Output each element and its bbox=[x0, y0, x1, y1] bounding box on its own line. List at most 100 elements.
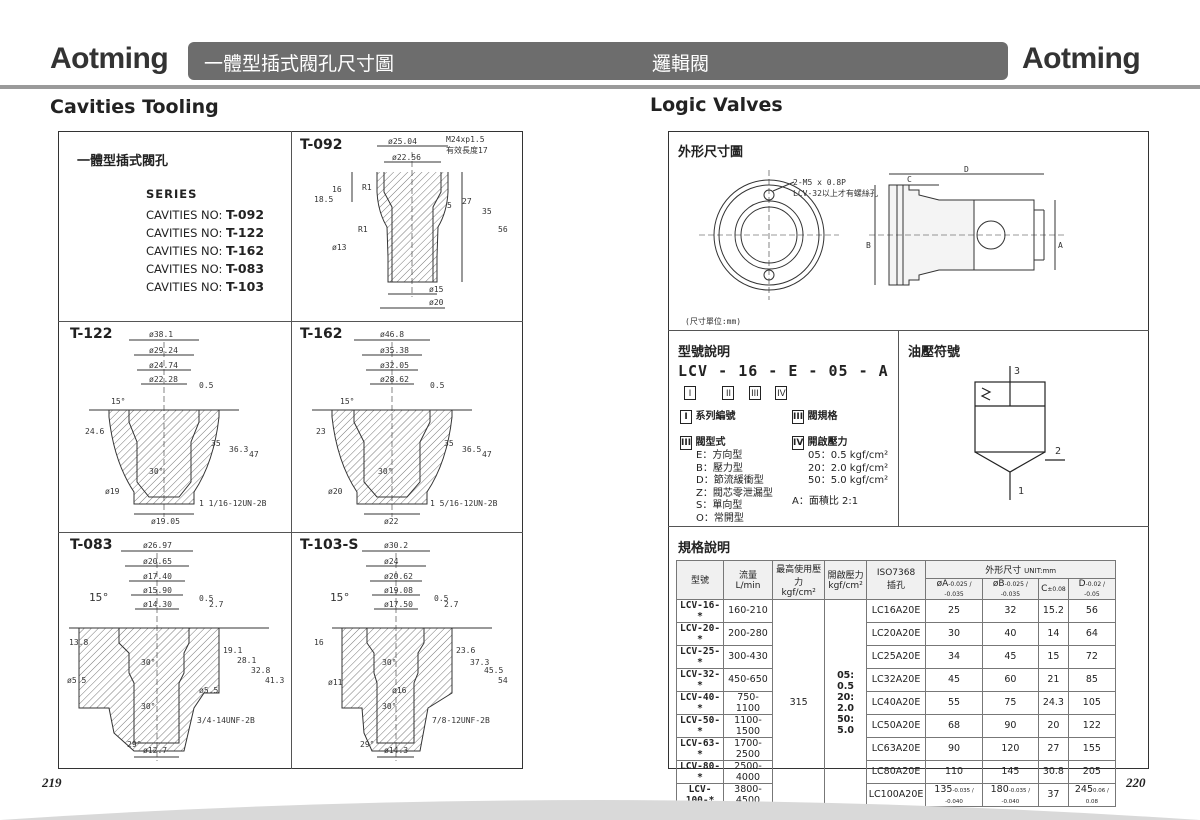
col-a-tol: -0.025 / -0.035 bbox=[944, 580, 972, 598]
dim-label: 30° bbox=[378, 467, 392, 476]
dim-label: 30° bbox=[382, 702, 396, 711]
dim-label: 29° bbox=[127, 740, 141, 749]
right-section-title: Logic Valves bbox=[650, 94, 783, 116]
dim-label: 0.5 bbox=[434, 594, 449, 603]
table-cell: LCV-63-* bbox=[675, 736, 725, 761]
table-cell: 160-210 bbox=[723, 598, 773, 623]
cell-value: 245 bbox=[1074, 783, 1094, 795]
unit-note: (尺寸單位:mm) bbox=[685, 316, 741, 326]
panel-divider bbox=[898, 330, 899, 526]
dim-label: ø15.90 bbox=[143, 586, 172, 595]
cavity-item: CAVITIES NO: T-122 bbox=[146, 225, 264, 243]
drawing-title-t162: T-162 bbox=[300, 326, 343, 342]
dim-label: ø17.40 bbox=[143, 572, 172, 581]
table-cell: 90 bbox=[981, 713, 1040, 738]
code-part: 05 bbox=[828, 362, 849, 380]
dim-label: 24.6 bbox=[85, 427, 104, 436]
open-pressure-value: 50: 5.0 bbox=[837, 713, 855, 736]
table-cell: 20 bbox=[1038, 713, 1069, 738]
port-label: 2 bbox=[1055, 446, 1061, 457]
col-model: 型號 bbox=[675, 560, 725, 600]
dim-label: 0.5 bbox=[199, 594, 214, 603]
cavity-prefix: CAVITIES NO: bbox=[146, 280, 223, 294]
dim-label: 30° bbox=[382, 658, 396, 667]
area-ratio: A：面積比 2:1 bbox=[792, 495, 859, 507]
table-cell: 25 bbox=[925, 598, 983, 623]
i-label: 系列編號 bbox=[695, 411, 736, 422]
model-code: LCV - 16 - E - 05 - A bbox=[678, 362, 889, 380]
table-cell: 27 bbox=[1038, 736, 1069, 761]
panel-divider bbox=[668, 526, 1149, 527]
page-number-left: 219 bbox=[42, 775, 62, 790]
table-cell: LC32A20E bbox=[865, 667, 927, 692]
valve-size-label: III 閥規格 bbox=[792, 410, 837, 424]
brand-logo-right: Aotming bbox=[1022, 42, 1141, 75]
ii-label: 閥規格 bbox=[807, 411, 838, 422]
dim-label: ø26.97 bbox=[143, 541, 172, 550]
dim-label: 54 bbox=[498, 676, 508, 685]
dim-label: 32.8 bbox=[251, 666, 270, 675]
cavity-code: T-092 bbox=[226, 207, 265, 222]
dim-label: R1 bbox=[358, 225, 368, 234]
table-cell: 60 bbox=[981, 667, 1040, 692]
outline-dim-label: D bbox=[964, 165, 969, 174]
col-d-tol: -0.02 / -0.05 bbox=[1084, 580, 1106, 598]
open-pressure-block: IV 開啟壓力 05：0.5 kgf/cm² 20：2.0 kgf/cm² 50… bbox=[792, 436, 888, 508]
table-cell: 120 bbox=[981, 736, 1040, 761]
table-cell: 37 bbox=[1038, 782, 1069, 807]
table-cell: 145 bbox=[981, 759, 1040, 784]
table-cell: 55 bbox=[925, 690, 983, 715]
dim-label: 36.3 bbox=[229, 445, 248, 454]
table-cell: LCV-40-* bbox=[675, 690, 725, 715]
table-cell: 15.2 bbox=[1038, 598, 1069, 623]
drawing-t092: ø25.04 M24xp1.5 有效長度17 ø22.56 18.5 16 R1… bbox=[314, 135, 508, 309]
dim-label: ø15 bbox=[429, 285, 444, 294]
dim-label: ø24 bbox=[384, 557, 399, 566]
symbol-title: 油壓符號 bbox=[908, 345, 961, 360]
dim-label: 30° bbox=[149, 467, 163, 476]
dim-label: 15° bbox=[330, 591, 350, 604]
cavity-prefix: CAVITIES NO: bbox=[146, 244, 223, 258]
dim-label: 0.5 bbox=[430, 381, 445, 390]
dim-label: 2.7 bbox=[444, 600, 459, 609]
dim-label: ø28.62 bbox=[380, 375, 409, 384]
dim-label: M24xp1.5 bbox=[446, 135, 485, 144]
series-heading: 一體型插式閥孔 bbox=[77, 154, 169, 169]
drawing-t122: ø38.1 ø29.24 ø24.74 ø22.28 0.5 15° 24.6 … bbox=[85, 330, 267, 526]
panel-divider bbox=[668, 330, 1149, 331]
table-cell: 205 bbox=[1067, 759, 1117, 784]
table-cell: LCV-25-* bbox=[675, 644, 725, 669]
dim-label: 23.6 bbox=[456, 646, 475, 655]
code-part: E bbox=[788, 362, 799, 380]
dim-label: 有效長度17 bbox=[446, 145, 488, 155]
dim-label: ø16 bbox=[392, 686, 407, 695]
table-cell: LCV-16-* bbox=[675, 598, 725, 623]
table-cell: LC20A20E bbox=[865, 621, 927, 646]
table-cell: 75 bbox=[981, 690, 1040, 715]
col-a: øA-0.025 / -0.035 bbox=[925, 577, 983, 600]
roman-marker: III bbox=[748, 386, 761, 400]
table-cell: 15 bbox=[1038, 644, 1069, 669]
table-cell: 30 bbox=[925, 621, 983, 646]
dim-label: ø46.8 bbox=[380, 330, 404, 339]
grid-hline bbox=[58, 532, 523, 533]
hydraulic-symbol: 3 2 1 bbox=[974, 366, 1065, 500]
table-cell: 68 bbox=[925, 713, 983, 738]
cell-tolerance: 0.06 / 0.08 bbox=[1085, 787, 1109, 805]
table-cell: LCV-32-* bbox=[675, 667, 725, 692]
col-c-tol: ±0.08 bbox=[1047, 585, 1066, 593]
cavity-item: CAVITIES NO: T-103 bbox=[146, 279, 264, 297]
dim-label: R1 bbox=[362, 183, 372, 192]
code-part: - bbox=[718, 362, 729, 380]
cell-tolerance: -0.035 / -0.040 bbox=[1001, 787, 1031, 805]
col-b-label: øB bbox=[992, 578, 1005, 589]
dim-label: ø19 bbox=[105, 487, 120, 496]
dim-label: 16 bbox=[332, 185, 342, 194]
dim-label: ø20 bbox=[429, 298, 444, 307]
dim-label: ø22 bbox=[384, 517, 399, 526]
